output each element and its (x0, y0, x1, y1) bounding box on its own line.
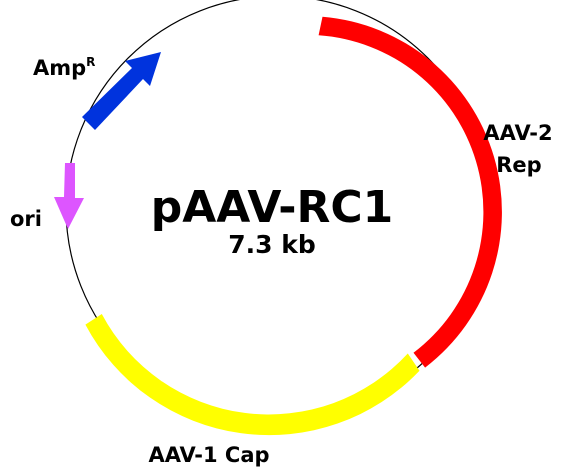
ampr-feature (82, 52, 161, 130)
cap-label: AAV-1 Cap (148, 443, 269, 467)
ampr-label: AmpR (33, 55, 95, 80)
rep-feature (318, 16, 502, 368)
plasmid-name: pAAV-RC1 (151, 182, 394, 233)
plasmid-size: 7.3 kb (228, 230, 316, 259)
rep-label-line2: Rep (496, 153, 541, 177)
cap-feature (85, 314, 420, 436)
ori-label: ori (10, 207, 42, 231)
ori-feature (54, 163, 84, 229)
rep-label-line1: AAV-2 (483, 121, 552, 145)
ampr-label-main: Amp (33, 56, 86, 80)
ampr-label-superscript: R (86, 55, 95, 69)
